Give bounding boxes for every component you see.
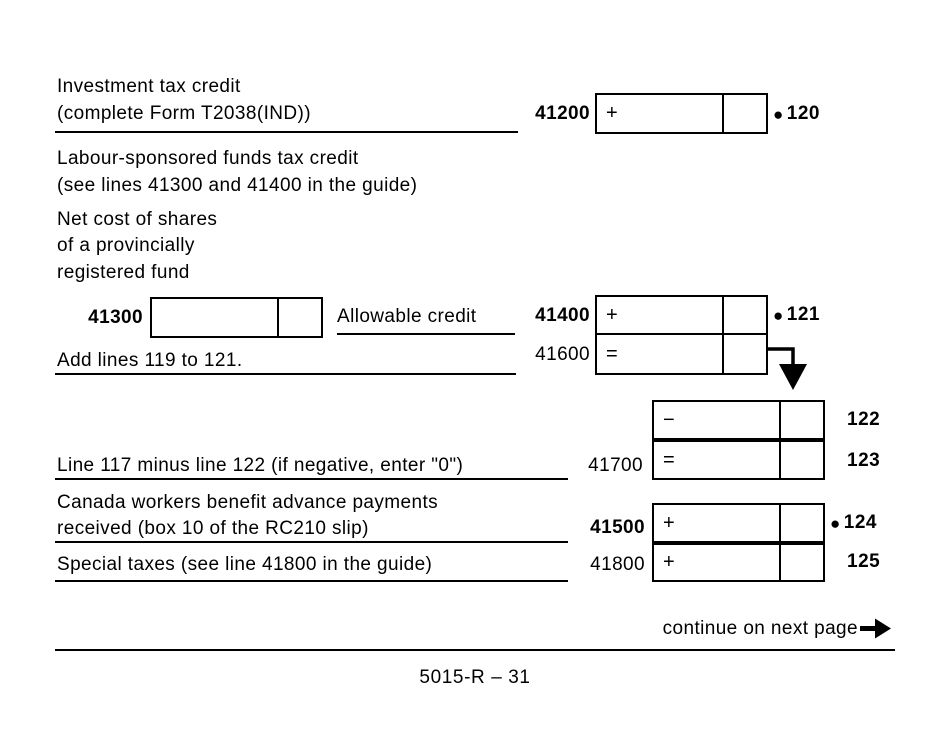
amount-field-122[interactable]: − bbox=[652, 400, 825, 440]
dollar-box[interactable]: + bbox=[654, 545, 779, 580]
dollar-box[interactable] bbox=[152, 299, 277, 336]
special-taxes-label: Special taxes (see line 41800 in the gui… bbox=[57, 554, 433, 575]
line-marker-122: 122 bbox=[847, 407, 880, 433]
flow-down-arrow-icon bbox=[766, 347, 807, 390]
plus-operator: + bbox=[606, 102, 618, 124]
line-marker-125: 125 bbox=[847, 549, 880, 575]
line-number: 124 bbox=[843, 512, 877, 533]
rule bbox=[337, 333, 515, 335]
investment-credit-label-line2: (complete Form T2038(IND)) bbox=[57, 103, 311, 124]
amount-field-41300[interactable] bbox=[150, 297, 323, 338]
cwb-label-line1: Canada workers benefit advance payments bbox=[57, 492, 439, 513]
plus-operator: + bbox=[663, 511, 675, 534]
continue-arrow-icon bbox=[860, 618, 891, 639]
rule bbox=[55, 478, 568, 480]
equals-operator: = bbox=[606, 342, 618, 365]
dollar-box[interactable]: + bbox=[654, 505, 779, 541]
minus-operator: − bbox=[663, 408, 675, 431]
amount-field-41600[interactable]: = bbox=[595, 333, 768, 375]
rule bbox=[55, 580, 568, 582]
line-number: 122 bbox=[847, 409, 881, 430]
field-code-41400: 41400 bbox=[535, 305, 590, 326]
field-code-41800: 41800 bbox=[590, 554, 645, 575]
cents-box[interactable] bbox=[779, 505, 823, 541]
bullet-icon: ● bbox=[773, 305, 784, 325]
rule bbox=[55, 541, 568, 543]
cents-box[interactable] bbox=[779, 545, 823, 580]
line-marker-120: ● 120 bbox=[773, 101, 820, 127]
line-number: 123 bbox=[847, 450, 881, 471]
field-code-41700: 41700 bbox=[588, 455, 643, 476]
add-lines-label: Add lines 119 to 121. bbox=[57, 350, 243, 371]
cents-box[interactable] bbox=[722, 95, 766, 132]
labour-funds-label-line2: (see lines 41300 and 41400 in the guide) bbox=[57, 175, 418, 196]
page-footer: 5015-R – 31 bbox=[419, 667, 531, 688]
equals-operator: = bbox=[663, 448, 675, 471]
field-code-41200: 41200 bbox=[535, 103, 590, 124]
cwb-label-line2: received (box 10 of the RC210 slip) bbox=[57, 518, 369, 539]
plus-operator: + bbox=[606, 303, 618, 326]
investment-credit-label-line1: Investment tax credit bbox=[57, 76, 241, 97]
amount-field-41700[interactable]: = bbox=[652, 440, 825, 480]
line-marker-123: 123 bbox=[847, 448, 880, 474]
net-cost-label-line1: Net cost of shares bbox=[57, 209, 218, 230]
amount-field-41200[interactable]: + bbox=[595, 93, 768, 134]
continue-next-page-label: continue on next page bbox=[662, 618, 858, 639]
plus-operator: + bbox=[663, 551, 675, 573]
field-code-41600: 41600 bbox=[535, 344, 590, 365]
field-code-41300: 41300 bbox=[88, 307, 143, 328]
labour-funds-label-line1: Labour-sponsored funds tax credit bbox=[57, 148, 359, 169]
dollar-box[interactable]: = bbox=[654, 442, 779, 478]
line117-minus-label: Line 117 minus line 122 (if negative, en… bbox=[57, 455, 464, 476]
bullet-icon: ● bbox=[773, 104, 784, 124]
field-code-41500: 41500 bbox=[590, 517, 645, 538]
amount-field-41800[interactable]: + bbox=[652, 543, 825, 582]
cents-box[interactable] bbox=[779, 402, 823, 438]
dollar-box[interactable]: = bbox=[597, 335, 722, 373]
cents-box[interactable] bbox=[722, 297, 766, 333]
amount-field-41500[interactable]: + bbox=[652, 503, 825, 543]
line-marker-121: ● 121 bbox=[773, 302, 820, 328]
bullet-icon: ● bbox=[830, 513, 841, 533]
rule bbox=[55, 131, 518, 133]
cents-box[interactable] bbox=[277, 299, 321, 336]
dollar-box[interactable]: + bbox=[597, 297, 722, 333]
line-number: 120 bbox=[786, 103, 820, 124]
amount-field-41400[interactable]: + bbox=[595, 295, 768, 335]
net-cost-label-line3: registered fund bbox=[57, 262, 190, 283]
rule bbox=[55, 373, 516, 375]
net-cost-label-line2: of a provincially bbox=[57, 235, 195, 256]
cents-box[interactable] bbox=[779, 442, 823, 478]
line-marker-124: ● 124 bbox=[830, 510, 877, 536]
line-number: 121 bbox=[786, 304, 820, 325]
allowable-credit-label: Allowable credit bbox=[337, 306, 477, 327]
line-number: 125 bbox=[847, 551, 881, 572]
dollar-box[interactable]: − bbox=[654, 402, 779, 438]
cents-box[interactable] bbox=[722, 335, 766, 373]
dollar-box[interactable]: + bbox=[597, 95, 722, 132]
rule bbox=[55, 649, 895, 651]
